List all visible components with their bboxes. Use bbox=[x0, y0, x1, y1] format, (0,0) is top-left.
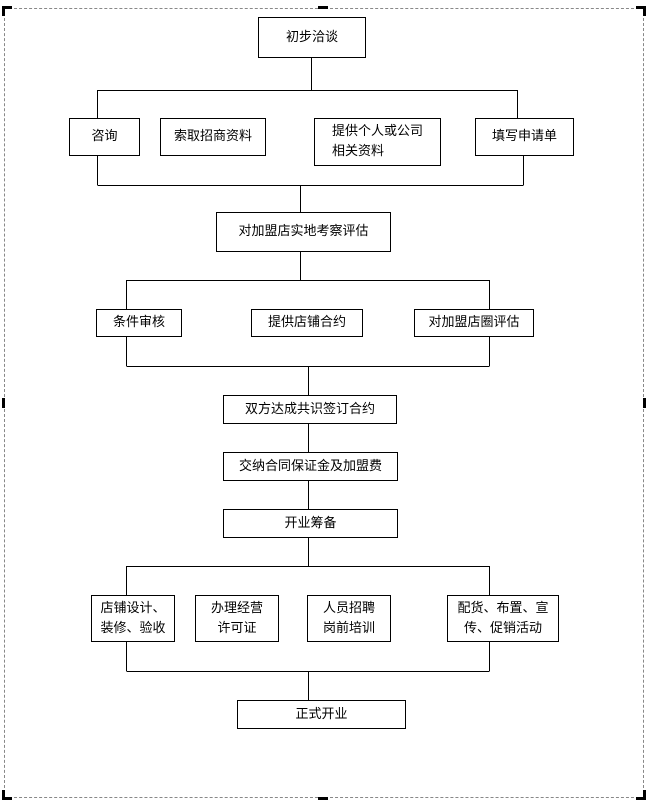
node-request-materials[interactable]: 索取招商资料 bbox=[160, 118, 266, 156]
node-provide-info[interactable]: 提供个人或公司 相关资料 bbox=[314, 118, 441, 166]
resize-handle-bottom-right-v[interactable] bbox=[643, 790, 646, 800]
resize-handle-top-right[interactable] bbox=[636, 6, 646, 9]
resize-handle-bottom-left[interactable] bbox=[2, 797, 12, 800]
node-start[interactable]: 初步洽谈 bbox=[258, 17, 366, 58]
resize-handle-middle-right[interactable] bbox=[643, 398, 646, 408]
node-staff-training[interactable]: 人员招聘 岗前培训 bbox=[307, 595, 391, 642]
node-label: 办理经营 许可证 bbox=[210, 600, 263, 636]
resize-handle-bottom-right[interactable] bbox=[636, 797, 646, 800]
node-prepare-opening[interactable]: 开业筹备 bbox=[223, 509, 398, 538]
node-label: 交纳合同保证金及加盟费 bbox=[238, 458, 382, 474]
resize-handle-top-left-v[interactable] bbox=[2, 6, 5, 16]
resize-handle-top-right-v[interactable] bbox=[643, 6, 646, 16]
node-label: 店铺设计、 装修、验收 bbox=[100, 600, 166, 636]
resize-handle-middle-left[interactable] bbox=[2, 398, 5, 408]
node-label: 初步洽谈 bbox=[285, 29, 338, 45]
resize-handle-bottom-center[interactable] bbox=[318, 797, 328, 800]
resize-handle-top-left[interactable] bbox=[2, 6, 12, 9]
node-grand-opening[interactable]: 正式开业 bbox=[237, 700, 406, 729]
node-label: 条件审核 bbox=[112, 315, 165, 330]
node-label: 提供个人或公司 相关资料 bbox=[331, 124, 423, 159]
node-label: 开业筹备 bbox=[284, 515, 337, 531]
node-label: 人员招聘 岗前培训 bbox=[322, 600, 375, 636]
node-business-license[interactable]: 办理经营 许可证 bbox=[195, 595, 279, 642]
node-pay-fees[interactable]: 交纳合同保证金及加盟费 bbox=[223, 452, 398, 481]
node-label: 配货、布置、宣 传、促销活动 bbox=[457, 600, 549, 636]
node-label: 咨询 bbox=[91, 129, 118, 144]
node-label: 索取招商资料 bbox=[173, 129, 252, 144]
node-store-design[interactable]: 店铺设计、 装修、验收 bbox=[91, 595, 175, 642]
node-label: 提供店铺合约 bbox=[267, 315, 346, 330]
node-store-contract[interactable]: 提供店铺合约 bbox=[251, 309, 363, 337]
resize-handle-top-center[interactable] bbox=[318, 6, 328, 9]
node-label: 对加盟店圈评估 bbox=[428, 315, 520, 330]
node-sign-contract[interactable]: 双方达成共识签订合约 bbox=[223, 395, 397, 424]
node-area-evaluation[interactable]: 对加盟店圈评估 bbox=[414, 309, 534, 337]
node-label: 正式开业 bbox=[295, 706, 348, 722]
node-site-evaluation[interactable]: 对加盟店实地考察评估 bbox=[216, 212, 391, 252]
node-label: 对加盟店实地考察评估 bbox=[238, 224, 369, 239]
node-stock-promotion[interactable]: 配货、布置、宣 传、促销活动 bbox=[447, 595, 559, 642]
node-consult[interactable]: 咨询 bbox=[69, 118, 140, 156]
node-condition-review[interactable]: 条件审核 bbox=[96, 309, 182, 337]
resize-handle-bottom-left-v[interactable] bbox=[2, 790, 5, 800]
node-label: 双方达成共识签订合约 bbox=[244, 401, 375, 417]
node-fill-application[interactable]: 填写申请单 bbox=[475, 118, 574, 156]
node-label: 填写申请单 bbox=[491, 129, 557, 144]
